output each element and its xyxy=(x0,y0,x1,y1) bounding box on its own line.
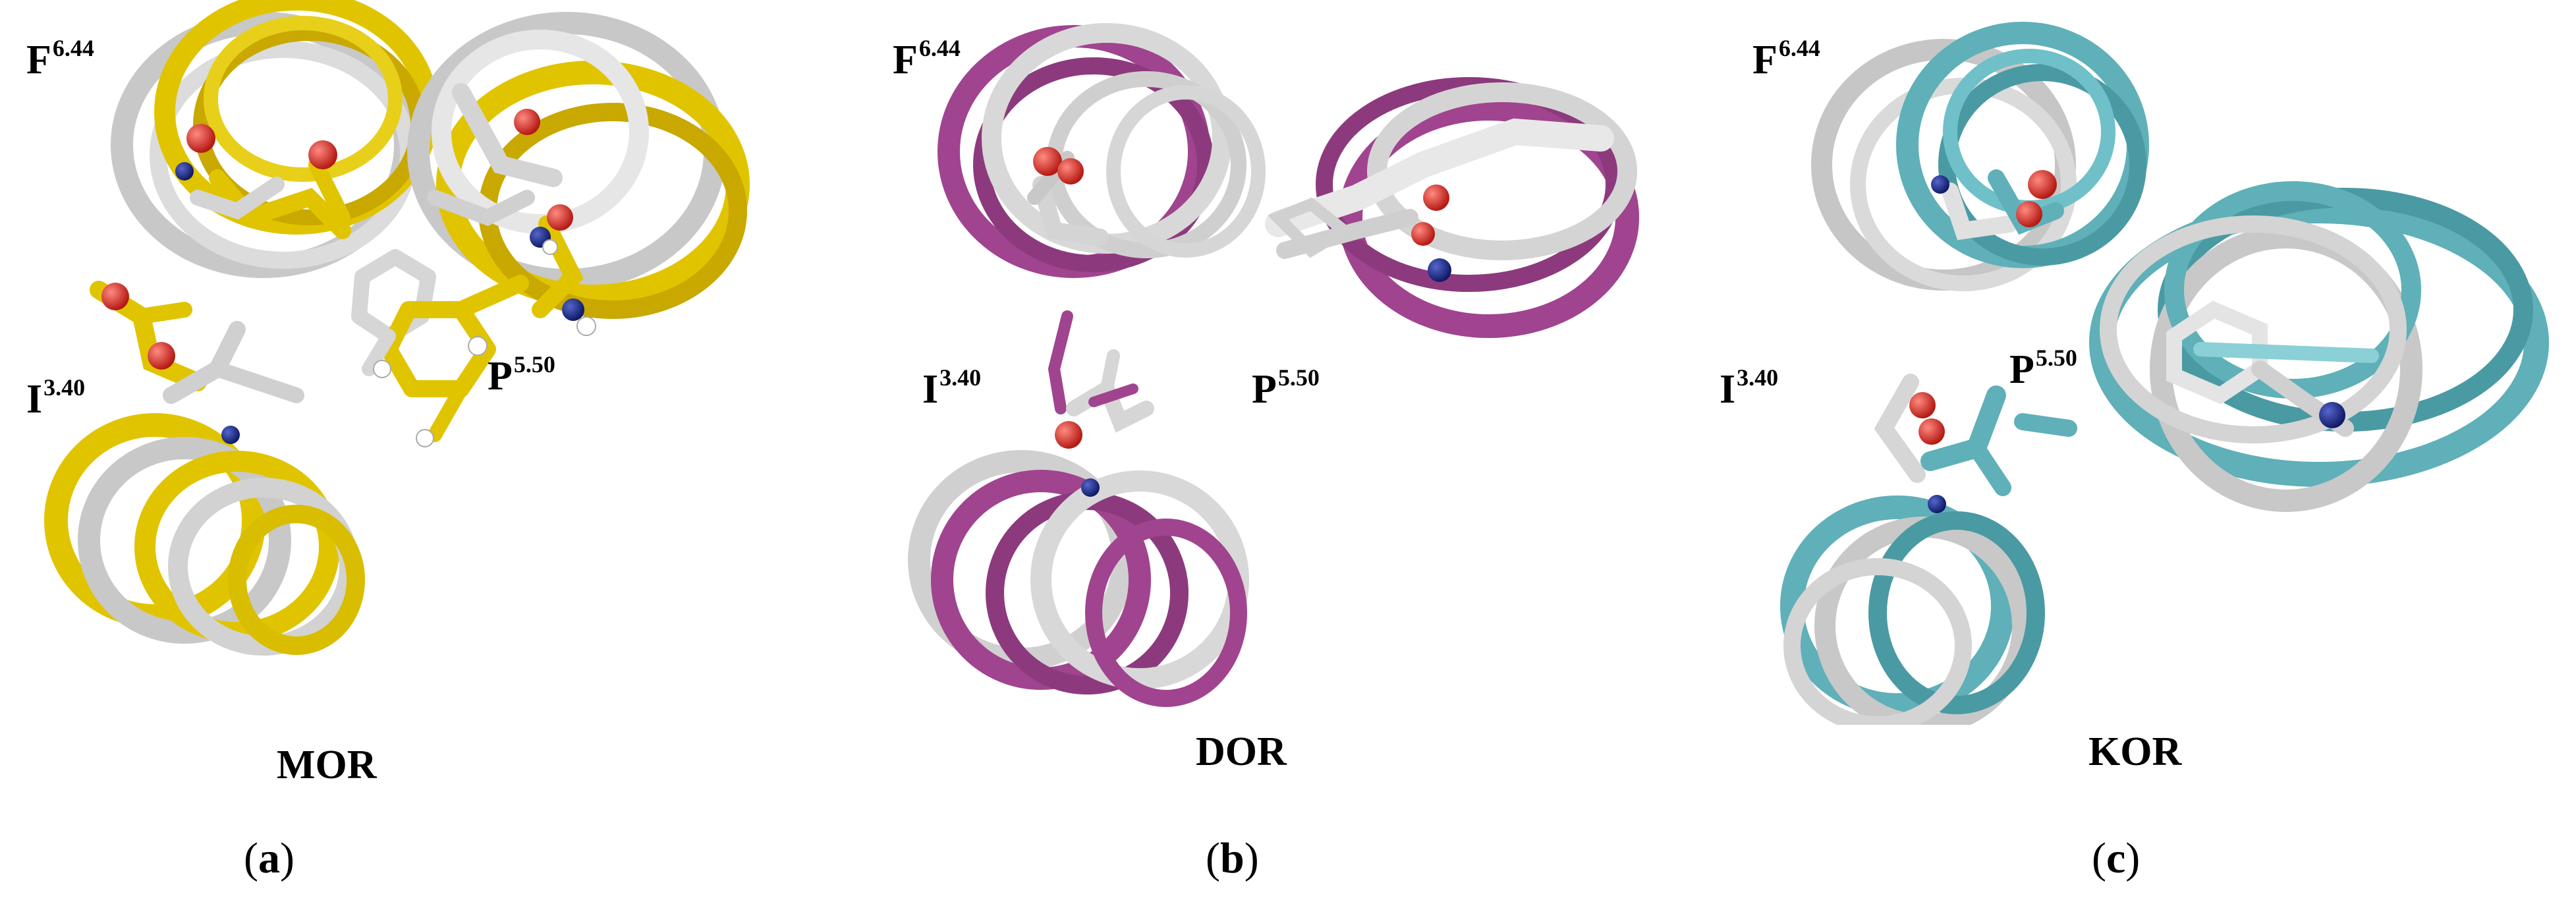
residue-label-p550: P5.50 xyxy=(1252,364,1320,412)
kor-structure-image xyxy=(1780,22,2549,725)
panel-dor: F6.44 I3.40 P5.50 DOR (b) xyxy=(856,0,1713,906)
receptor-name-kor: KOR xyxy=(2088,729,2182,774)
residue-label-p550: P5.50 xyxy=(488,351,555,399)
mor-structure-image xyxy=(44,0,750,656)
residue-label-i340: I3.40 xyxy=(1720,364,1779,412)
residue-label-f644: F6.44 xyxy=(893,35,961,82)
panel-letter-a: (a) xyxy=(244,834,294,882)
receptor-name-dor: DOR xyxy=(1196,729,1287,774)
residue-label-p550: P5.50 xyxy=(2009,345,2077,392)
panel-mor: F6.44 I3.40 P5.50 MOR (a) xyxy=(0,0,856,906)
receptor-name-mor: MOR xyxy=(277,743,377,787)
residue-label-i340: I3.40 xyxy=(922,364,982,412)
residue-label-i340: I3.40 xyxy=(26,374,86,422)
dor-structure-image xyxy=(908,23,1639,707)
residue-label-f644: F6.44 xyxy=(1752,35,1820,82)
panel-letter-c: (c) xyxy=(2092,834,2141,882)
panel-kor: F6.44 I3.40 P5.50 KOR (c) xyxy=(1713,0,2576,906)
panel-letter-b: (b) xyxy=(1206,834,1259,882)
residue-label-f644: F6.44 xyxy=(26,35,94,82)
